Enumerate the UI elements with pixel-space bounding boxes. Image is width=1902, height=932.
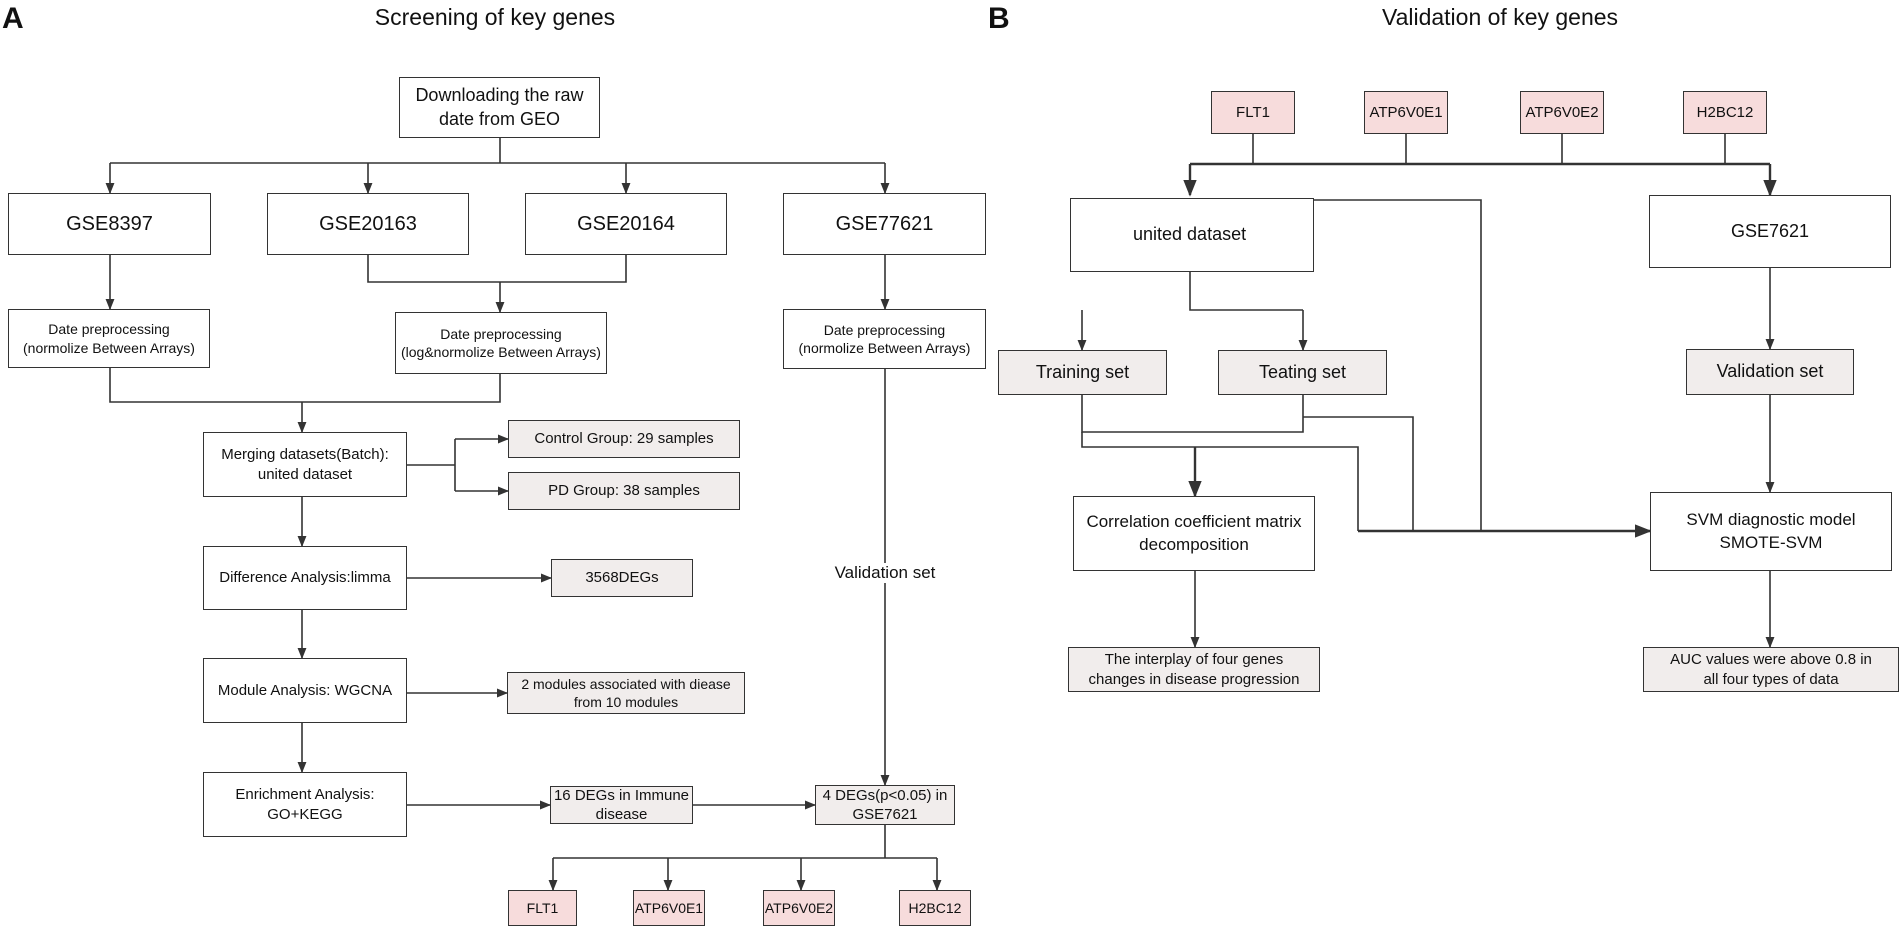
gene-flt1-b: FLT1: [1211, 91, 1295, 134]
merging-datasets-box: Merging datasets(Batch): united dataset: [203, 432, 407, 497]
gse20164-box: GSE20164: [525, 193, 727, 255]
auc-line-1: AUC values were above 0.8 in: [1670, 651, 1872, 668]
gene-h2bc12-a: H2BC12: [899, 890, 971, 926]
four-degs-line-2: GSE7621: [852, 806, 918, 823]
svm-line-2: SMOTE-SVM: [1719, 532, 1823, 552]
correlation-line-2: decomposition: [1139, 534, 1249, 554]
modules-associated-box: 2 modules associated with diease from 10 …: [507, 672, 745, 714]
validation-set-box: Validation set: [1686, 349, 1854, 395]
interplay-line-2: changes in disease progression: [1088, 670, 1300, 688]
gene-flt1-a: FLT1: [508, 890, 577, 926]
date-preprocessing-2: Date preprocessing (log&normolize Between…: [395, 312, 607, 374]
auc-line-2: all four types of data: [1703, 670, 1839, 688]
control-group-box: Control Group: 29 samples: [508, 420, 740, 458]
immune-line-2: disease: [595, 806, 648, 823]
panel-a-title: Screening of key genes: [374, 4, 616, 30]
line-download-split: [110, 138, 885, 164]
merge-line-1: Merging datasets(Batch):: [221, 446, 389, 463]
panel-a-letter: A: [2, 2, 24, 35]
validation-set-label: Validation set: [834, 563, 936, 583]
modules-line-2: from 10 modules: [573, 694, 679, 710]
download-line-1: Downloading the raw: [415, 85, 584, 106]
gse7621-box: GSE7621: [1649, 195, 1891, 268]
enrich-line-1: Enrichment Analysis:: [235, 786, 375, 803]
gene-atp6v0e2-a: ATP6V0E2: [763, 890, 835, 926]
modules-line-1: 2 modules associated with diease: [521, 675, 731, 692]
united-dataset-box: united dataset: [1070, 198, 1314, 272]
gene-atp6v0e2-b: ATP6V0E2: [1520, 91, 1604, 134]
gse20163-box: GSE20163: [267, 193, 469, 255]
merge-line-2: united dataset: [257, 465, 353, 483]
auc-box: AUC values were above 0.8 in all four typ…: [1643, 647, 1899, 692]
correlation-line-1: Correlation coefficient matrix: [1086, 512, 1302, 532]
panel-b-letter: B: [988, 2, 1010, 35]
four-degs-line-1: 4 DEGs(p<0.05) in: [822, 786, 948, 804]
prep1-line-2: (normolize Between Arrays): [23, 339, 195, 356]
gse77621-box: GSE77621: [783, 193, 986, 255]
date-preprocessing-1: Date preprocessing(normolize Between Arr…: [8, 309, 210, 368]
prep3-line-2: (normolize Between Arrays): [798, 340, 971, 356]
prep2-line-1: Date preprocessing: [440, 325, 562, 342]
four-degs-box: 4 DEGs(p<0.05) in GSE7621: [815, 785, 955, 825]
prep1-line-1: Date preprocessing: [48, 321, 170, 338]
enrichment-analysis-box: Enrichment Analysis: GO+KEGG: [203, 772, 407, 837]
module-analysis-box: Module Analysis: WGCNA: [203, 658, 407, 723]
training-set-box: Training set: [998, 350, 1167, 395]
immune-line-1: 16 DEGs in Immune: [553, 786, 690, 804]
gene-atp6v0e1-b: ATP6V0E1: [1364, 91, 1448, 134]
svm-line-1: SVM diagnostic model: [1686, 510, 1856, 530]
gse8397-box: GSE8397: [8, 193, 211, 255]
interplay-line-1: The interplay of four genes: [1104, 651, 1284, 668]
degs-3568-box: 3568DEGs: [551, 559, 693, 597]
gene-h2bc12-b: H2BC12: [1683, 91, 1767, 134]
pd-group-box: PD Group: 38 samples: [508, 472, 740, 510]
panel-b-title: Validation of key genes: [1381, 4, 1619, 30]
prep3-line-1: Date preprocessing: [823, 321, 946, 338]
immune-degs-box: 16 DEGs in Immune disease: [550, 786, 693, 824]
interplay-box: The interplay of four genes changes in di…: [1068, 647, 1320, 692]
gene-atp6v0e1-a: ATP6V0E1: [633, 890, 705, 926]
prep2-line-2: (log&normolize Between Arrays): [401, 344, 601, 360]
date-preprocessing-3: Date preprocessing (normolize Between Arr…: [783, 309, 986, 369]
teating-set-box: Teating set: [1218, 350, 1387, 395]
download-line-2: date from GEO: [438, 108, 561, 129]
enrich-line-2: GO+KEGG: [267, 805, 343, 823]
difference-analysis-box: Difference Analysis:limma: [203, 546, 407, 610]
